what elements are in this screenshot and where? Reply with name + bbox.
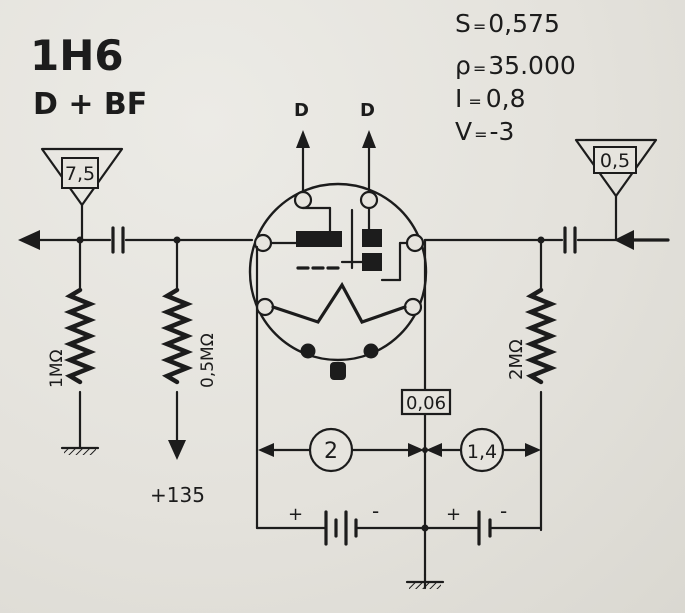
param-v: V=-3 (455, 117, 514, 146)
resistor-1mohm: 1MΩ (47, 238, 100, 455)
battery-left-plus: + (288, 504, 303, 525)
battery-right: + - (421, 447, 543, 546)
plate-right-label: D (360, 100, 375, 121)
battery-right-plus: + (446, 504, 461, 525)
plate-left-label: D (294, 100, 309, 121)
battery-left: + - (255, 499, 427, 546)
filament-current-label: 0,06 (406, 393, 446, 414)
meter-left: 2 (258, 427, 424, 473)
tube-name: 1H6 (30, 31, 124, 80)
tube-function: D + BF (33, 87, 147, 122)
param-s: S=0,575 (455, 9, 560, 38)
resistor-05mohm: 0,5MΩ +135 (150, 238, 218, 507)
antenna-right: 0,5 (574, 138, 658, 242)
meter-left-value: 2 (324, 439, 338, 464)
meter-right: 1,4 (426, 427, 541, 473)
resistor-2mohm-label: 2MΩ (506, 339, 527, 380)
resistor-05mohm-label: 0,5MΩ (198, 333, 218, 388)
param-i: I=0,8 (455, 84, 526, 113)
antenna-left-label: 7,5 (65, 163, 95, 185)
filament-wiring: 0,06 (255, 238, 452, 590)
antenna-right-label: 0,5 (600, 150, 630, 172)
resistor-2mohm: 2MΩ (506, 238, 558, 532)
signal-line (18, 226, 670, 254)
battery-right-minus: - (500, 499, 507, 523)
antenna-left: 7,5 (40, 147, 124, 242)
parameter-list: S=0,575 ρ=35.000 I=0,8 V=-3 (455, 9, 576, 146)
battery-left-minus: - (372, 499, 379, 523)
tube-envelope (248, 182, 428, 380)
resistor-1mohm-label: 1MΩ (47, 350, 67, 388)
supply-voltage: +135 (150, 483, 205, 507)
param-rho: ρ=35.000 (455, 51, 576, 80)
meter-right-value: 1,4 (467, 441, 497, 463)
